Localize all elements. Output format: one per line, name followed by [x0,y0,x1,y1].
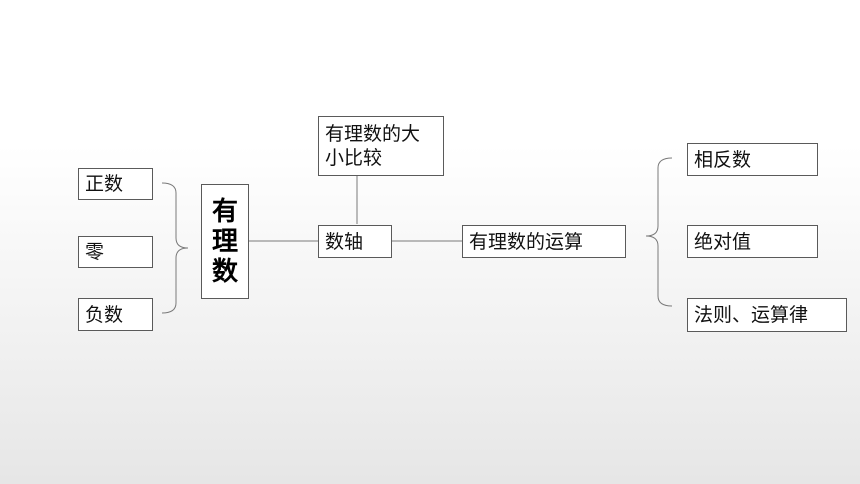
node-positive-label: 正数 [85,173,124,195]
node-axis-label: 数轴 [325,230,364,253]
node-negative-label: 负数 [85,303,124,326]
node-axis: 数轴 [318,225,392,258]
node-compare-line-2: 小比较 [325,147,383,169]
node-rational-char-1: 有 [211,196,238,227]
node-negative: 负数 [78,298,153,331]
node-operation-label: 有理数的运算 [469,230,584,253]
node-rules: 法则、运算律 [687,298,847,332]
node-positive: 正数 [78,168,153,200]
node-rational-char-3: 数 [211,256,238,287]
left-brace [161,182,189,314]
node-operation: 有理数的运算 [462,225,626,258]
node-opposite-label: 相反数 [694,148,752,171]
node-opposite: 相反数 [687,143,818,176]
node-zero-label: 零 [85,241,105,263]
node-absolute: 绝对值 [687,225,818,258]
node-compare: 有理数的大 小比较 [318,116,444,176]
node-rational-char-2: 理 [211,226,238,257]
node-zero: 零 [78,236,153,268]
node-rules-label: 法则、运算律 [694,304,809,326]
node-compare-line-1: 有理数的大 [325,123,421,145]
node-absolute-label: 绝对值 [694,230,752,253]
node-rational: 有 理 数 [201,184,249,299]
right-brace [645,157,673,307]
